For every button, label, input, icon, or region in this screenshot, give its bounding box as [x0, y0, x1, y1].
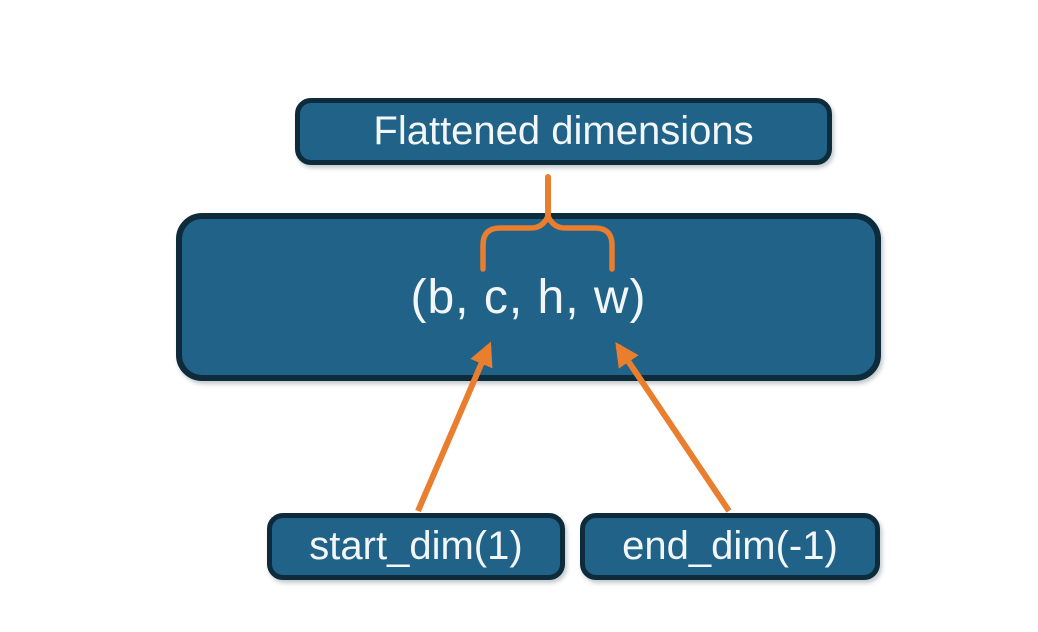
flattened-dimensions-label: Flattened dimensions [373, 109, 754, 153]
start-dim-box: start_dim(1) [267, 513, 565, 580]
tensor-shape-box: (b, c, h, w) [176, 213, 881, 381]
start-dim-label: start_dim(1) [309, 524, 523, 568]
end-dim-box: end_dim(-1) [580, 513, 880, 580]
tensor-shape-label: (b, c, h, w) [410, 270, 647, 324]
end-dim-label: end_dim(-1) [622, 524, 838, 568]
flattened-dimensions-box: Flattened dimensions [295, 98, 832, 165]
